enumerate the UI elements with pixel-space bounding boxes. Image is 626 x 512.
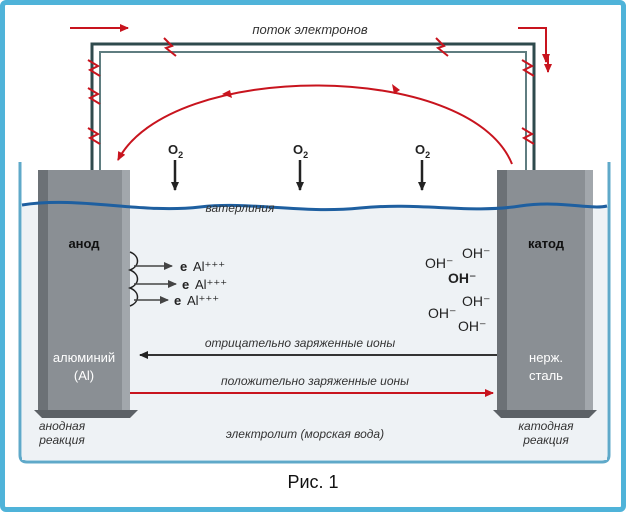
figure-caption: Рис. 1: [287, 472, 338, 492]
wire-arrow-top-right: [518, 27, 550, 63]
cathode-reaction-2: реакция: [522, 433, 569, 447]
oh-ion-2: OH⁻: [462, 245, 490, 261]
al-ion-3: Al⁺⁺⁺: [187, 293, 219, 308]
electron-symbol-3: e: [174, 293, 181, 308]
oh-ion-3: OH⁻: [448, 270, 476, 286]
arc-arrowhead-1: [392, 84, 400, 94]
arc-arrowhead-2: [222, 90, 232, 98]
electron-symbol-2: e: [182, 277, 189, 292]
waterline-label: ватерлиния: [206, 201, 275, 215]
oh-ion-6: OH⁻: [458, 318, 486, 334]
anode-surface-pits: [127, 251, 139, 307]
electron-arc-arrow: [117, 84, 513, 165]
electron-zigzags: [87, 37, 535, 145]
oh-ion-5: OH⁻: [428, 305, 456, 321]
cathode-reaction-1: катодная: [518, 419, 574, 433]
al-ion-1: Al⁺⁺⁺: [193, 259, 225, 274]
anode-reaction-1: анодная: [39, 419, 86, 433]
anode-plate: [34, 170, 138, 418]
anode-reaction-2: реакция: [38, 433, 85, 447]
oh-ion-1: OH⁻: [425, 255, 453, 271]
electron-wire: [90, 42, 536, 172]
electrolyte-label: электролит (морская вода): [226, 427, 384, 441]
anode-material-1: алюминий: [53, 350, 115, 365]
o2-label-1: O2: [168, 142, 183, 160]
cathode-label: катод: [528, 236, 565, 251]
oh-ion-4: OH⁻: [462, 293, 490, 309]
tank-outline: [18, 162, 611, 464]
cathode-material-1: нерж.: [529, 350, 563, 365]
electron-flow-label: поток электронов: [252, 22, 368, 37]
anode-label: анод: [68, 236, 100, 251]
al-ion-2: Al⁺⁺⁺: [195, 277, 227, 292]
anode-material-2: (Al): [74, 368, 94, 383]
positive-ions-label: положительно заряженные ионы: [221, 374, 409, 388]
o2-label-3: O2: [415, 142, 430, 160]
waterline-wave: [21, 200, 608, 212]
cathode-plate: [493, 170, 597, 418]
cathode-material-2: сталь: [529, 368, 563, 383]
o2-label-2: O2: [293, 142, 308, 160]
electron-symbol-1: e: [180, 259, 187, 274]
negative-ions-label: отрицательно заряженные ионы: [205, 336, 396, 350]
